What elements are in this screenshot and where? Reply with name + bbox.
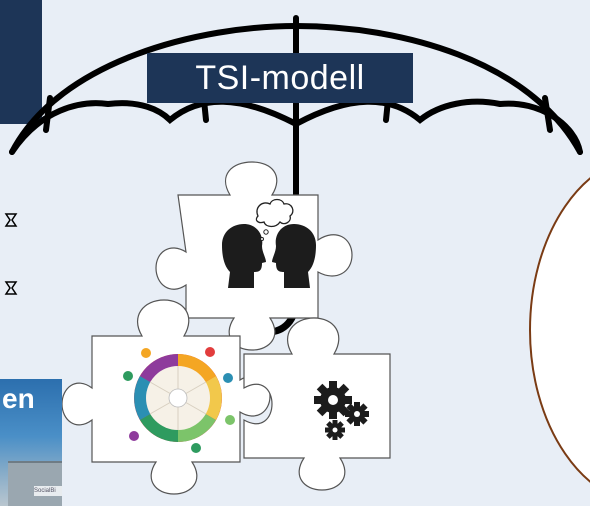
header-block: [0, 0, 42, 124]
puzzle-piece-top: [155, 161, 353, 351]
left-edge-icons: [4, 213, 18, 295]
right-ellipse: [529, 177, 590, 483]
wheel-diagram-icon: [123, 347, 235, 453]
photo-text: en: [2, 383, 35, 414]
puzzle-piece-right: [243, 317, 391, 491]
diagram-title: TSI-modell: [147, 53, 413, 103]
photo-sign: SocialBi: [34, 486, 62, 496]
building-photo: en: [0, 379, 62, 506]
photo-building: [8, 461, 62, 506]
puzzle-piece-left: [61, 299, 271, 495]
gears-icon: [314, 381, 369, 440]
two-heads-thinking-icon: [222, 198, 316, 288]
